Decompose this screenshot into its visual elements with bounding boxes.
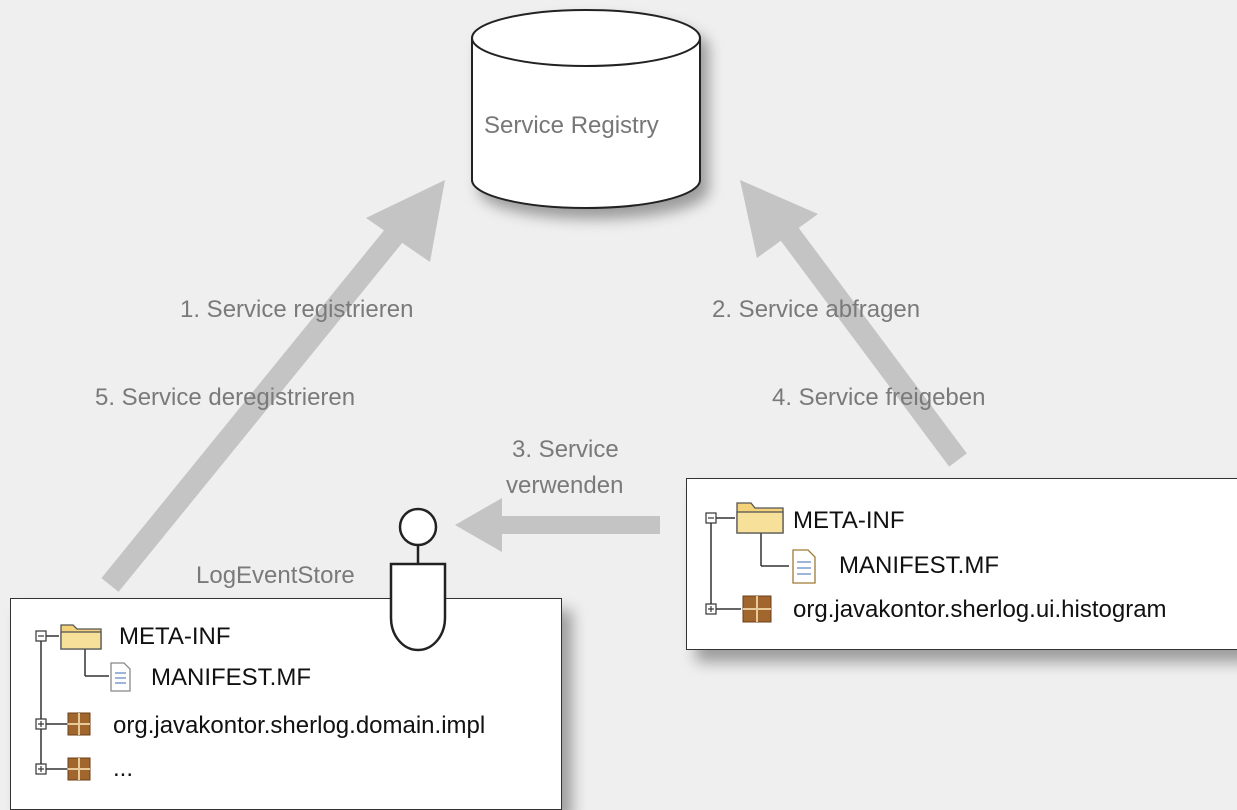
service-interface-icon xyxy=(398,507,438,563)
folder-icon xyxy=(60,624,102,650)
deregister-label: 5. Service deregistrieren xyxy=(95,384,356,411)
tree-item-manifest[interactable]: MANIFEST.MF xyxy=(839,552,999,579)
service-registry-cylinder xyxy=(471,9,701,209)
file-icon xyxy=(110,662,131,692)
query-label: 2. Service abfragen xyxy=(712,296,921,323)
consumer-tree-lines xyxy=(705,502,816,623)
arrow-use xyxy=(455,498,660,552)
provider-bundle-box: META-INF MANIFEST.MF org.javakontor.sher… xyxy=(10,598,562,810)
tree-item-meta-inf[interactable]: META-INF xyxy=(793,507,905,534)
file-icon xyxy=(792,549,816,584)
package-icon xyxy=(67,712,91,736)
interface-socket xyxy=(389,562,447,652)
registry-label: Service Registry xyxy=(484,112,659,139)
tree-item-package[interactable]: org.javakontor.sherlog.ui.histogram xyxy=(793,596,1167,623)
arrow-register xyxy=(101,180,445,592)
tree-item-package[interactable]: ... xyxy=(113,755,134,782)
provider-tree-lines xyxy=(35,624,131,781)
folder-icon xyxy=(736,502,784,534)
expand-icon[interactable] xyxy=(705,603,717,615)
tree-item-package[interactable]: org.javakontor.sherlog.domain.impl xyxy=(113,712,486,739)
consumer-bundle-box: META-INF MANIFEST.MF org.javakontor.sher… xyxy=(686,478,1237,650)
package-icon xyxy=(67,757,91,781)
release-label: 4. Service freigeben xyxy=(772,384,986,411)
tree-item-manifest[interactable]: MANIFEST.MF xyxy=(151,664,311,691)
collapse-icon[interactable] xyxy=(35,630,47,642)
package-icon xyxy=(742,595,772,623)
expand-icon[interactable] xyxy=(35,718,47,730)
register-label: 1. Service registrieren xyxy=(180,296,414,323)
expand-icon[interactable] xyxy=(35,763,47,775)
interface-label: LogEventStore xyxy=(196,562,355,589)
arrow-query xyxy=(740,180,967,467)
tree-item-meta-inf[interactable]: META-INF xyxy=(119,623,231,650)
use-label-line2: verwenden xyxy=(506,472,624,499)
collapse-icon[interactable] xyxy=(705,512,717,524)
use-label-line1: 3. Service xyxy=(512,436,619,463)
